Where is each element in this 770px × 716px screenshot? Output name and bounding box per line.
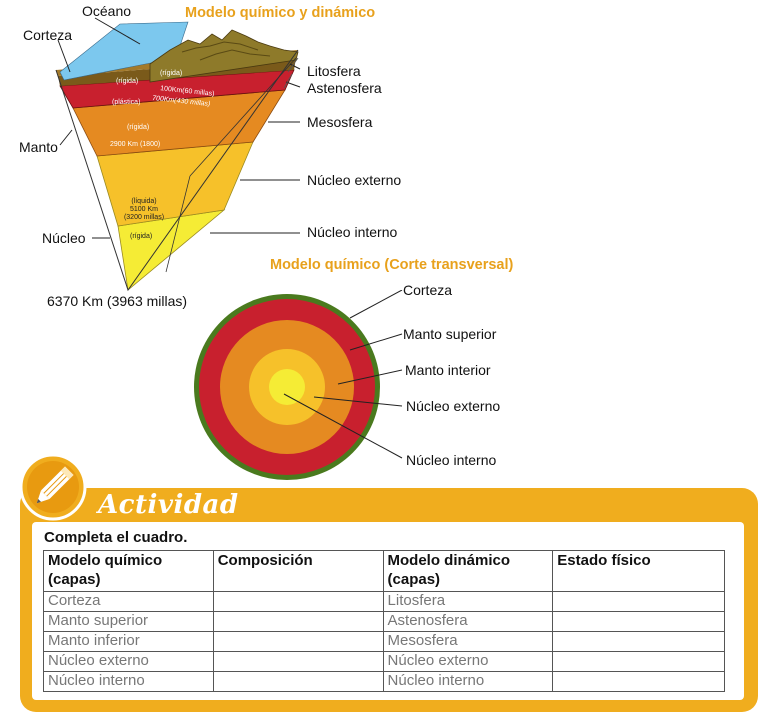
section-crust-label: Corteza [403,282,453,298]
asthenosphere-label: Astenosfera [307,80,382,96]
chemical-layer-cell: Corteza [43,591,214,612]
lithosphere-label: Litosfera [307,63,361,79]
inner-core-ring [269,369,305,405]
ocean-layer [59,21,189,81]
dynamic-layer-cell: Litosfera [382,591,554,612]
mesosphere-label: Mesosfera [307,114,373,130]
physical-state-cell[interactable] [552,591,725,612]
composition-cell[interactable] [212,591,384,612]
inner-core-label: Núcleo interno [307,224,398,240]
composition-cell[interactable] [212,631,384,652]
dynamic-layer-cell: Mesosfera [382,631,554,652]
section-title: Modelo químico (Corte transversal) [270,257,514,273]
pencil-icon [19,453,87,521]
lithosphere-state: (rígida) [160,70,183,77]
header-physical-state: Estado físico [552,550,725,592]
outer-core-state: (líquida) 5100 Km (3200 millas) [116,198,172,222]
asthenosphere-state: (plástica) [112,99,141,106]
activity-instruction: Completa el cuadro. [44,529,188,546]
ocean-label: Océano [82,3,132,19]
core-label: Núcleo [42,230,86,246]
table-row: Corteza Litosfera [43,591,725,612]
outer-core-liquid: (líquida) [131,198,157,205]
asthenosphere-layer [59,69,295,109]
physical-state-cell[interactable] [552,631,725,652]
activity-title: Actividad [98,490,239,520]
continent-layer [149,29,299,83]
dynamic-layer-cell: Núcleo interno [382,671,554,692]
inner-core-state: (rígida) [130,233,153,240]
dynamic-layer-cell: Núcleo externo [382,651,554,672]
outer-core-label: Núcleo externo [307,172,402,188]
mantle-label: Manto [19,139,58,155]
table-header-row: Modelo químico (capas) Composición Model… [43,550,725,592]
chemical-layer-cell: Manto inferior [43,631,214,652]
table-row: Núcleo interno Núcleo interno [43,671,725,692]
header-chemical-model: Modelo químico (capas) [43,550,214,592]
section-outer-core-label: Núcleo externo [406,398,501,414]
physical-state-cell[interactable] [552,651,725,672]
section-upper-mantle-label: Manto superior [403,326,497,342]
table-row: Manto inferior Mesosfera [43,631,725,652]
composition-cell[interactable] [212,651,384,672]
chemical-layer-cell: Manto superior [43,611,214,632]
depth-2900km: 2900 Km (1800) [110,141,161,148]
depth-5100km: 5100 Km [129,206,159,213]
chemical-layer-cell: Núcleo interno [43,671,214,692]
section-lower-mantle-label: Manto interior [405,362,491,378]
physical-state-cell[interactable] [552,611,725,632]
crust-state: (rígida) [116,78,139,85]
dynamic-model-title: Modelo químico y dinámico [185,5,376,21]
earth-cross-section [194,290,403,480]
table-row: Manto superior Astenosfera [43,611,725,632]
depth-3200mi: (3200 millas) [123,214,165,221]
total-depth-label: 6370 Km (3963 millas) [47,293,188,309]
physical-state-cell[interactable] [552,671,725,692]
section-inner-core-label: Núcleo interno [406,452,497,468]
crust-label: Corteza [23,27,73,43]
composition-cell[interactable] [212,671,384,692]
earth-wedge-diagram [55,17,301,292]
mesosphere-state: (rígida) [127,124,150,131]
activity-table: Modelo químico (capas) Composición Model… [43,550,725,692]
composition-cell[interactable] [212,611,384,632]
header-composition: Composición [212,550,384,592]
table-row: Núcleo externo Núcleo externo [43,651,725,672]
chemical-layer-cell: Núcleo externo [43,651,214,672]
dynamic-layer-cell: Astenosfera [382,611,554,632]
header-dynamic-model: Modelo dinámico (capas) [382,550,554,592]
